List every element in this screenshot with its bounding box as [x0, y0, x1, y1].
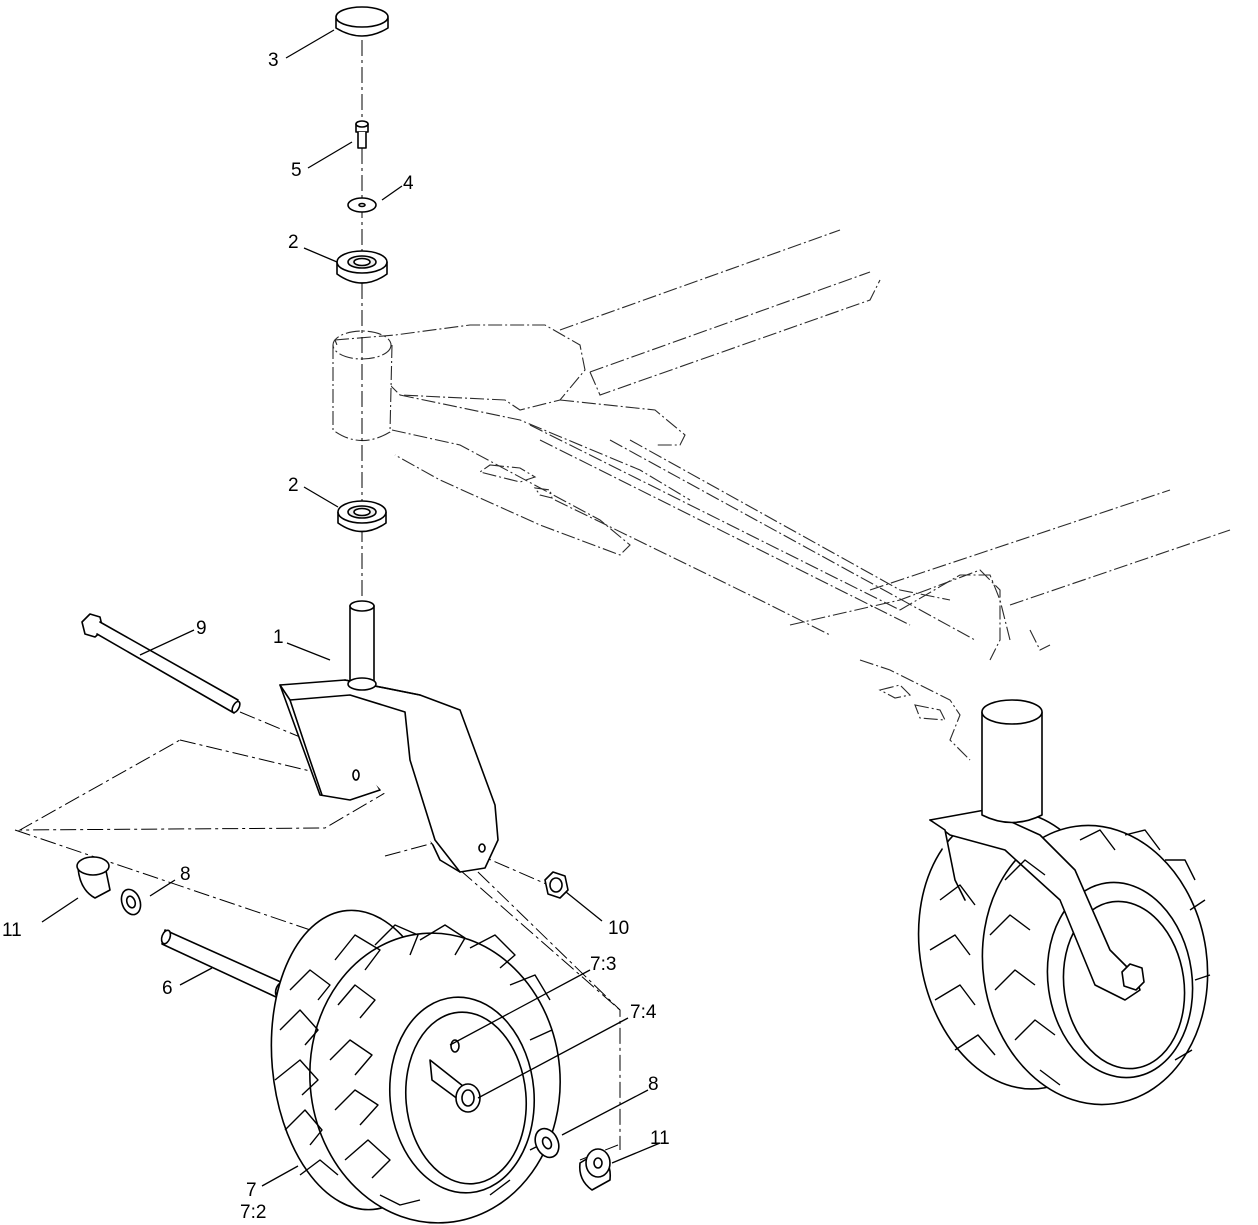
callout-8-right: 8: [648, 1074, 659, 1095]
callout-leaders: [41, 29, 661, 1187]
part-6-sleeve: [160, 929, 288, 999]
frame-phantom-outline: [332, 229, 1231, 761]
callout-4: 4: [403, 173, 414, 194]
callout-8-left: 8: [180, 864, 191, 885]
callout-10: 10: [608, 918, 629, 939]
assembled-caster-right: [917, 699, 1211, 1106]
part-3-cap: [335, 6, 389, 37]
part-9-long-bolt: [81, 613, 241, 714]
callout-3: 3: [268, 50, 279, 71]
callout-11-left: 11: [2, 920, 22, 941]
part-1-caster-fork: [279, 600, 499, 873]
callout-2-lower: 2: [288, 475, 299, 496]
callout-labels: 3 5 4 2 2 1 9 8 11 10 6 7:3 7:4 8 11 7 7…: [2, 50, 670, 1223]
part-2-upper-bearing: [336, 250, 388, 284]
part-7-front-wheel: [270, 909, 561, 1224]
part-8-left-washer: [120, 888, 142, 916]
part-2-lower-bearing: [337, 500, 387, 533]
part-11-right-spacer: [578, 1148, 612, 1191]
part-4-washer: [347, 197, 377, 213]
part-5-bolt: [355, 120, 369, 149]
callout-7-3: 7:3: [590, 954, 616, 975]
callout-7-2: 7:2: [240, 1202, 266, 1223]
part-8-right-washer: [534, 1127, 560, 1159]
callout-1: 1: [273, 627, 284, 648]
part-10-nut: [544, 871, 569, 899]
callout-11-right: 11: [650, 1128, 670, 1149]
callout-5: 5: [291, 160, 302, 181]
callout-2-upper: 2: [288, 232, 299, 253]
part-11-left-spacer: [76, 856, 111, 899]
callout-7: 7: [246, 1180, 257, 1201]
callout-6: 6: [162, 978, 173, 999]
callout-9: 9: [196, 618, 207, 639]
callout-7-4: 7:4: [630, 1002, 657, 1023]
